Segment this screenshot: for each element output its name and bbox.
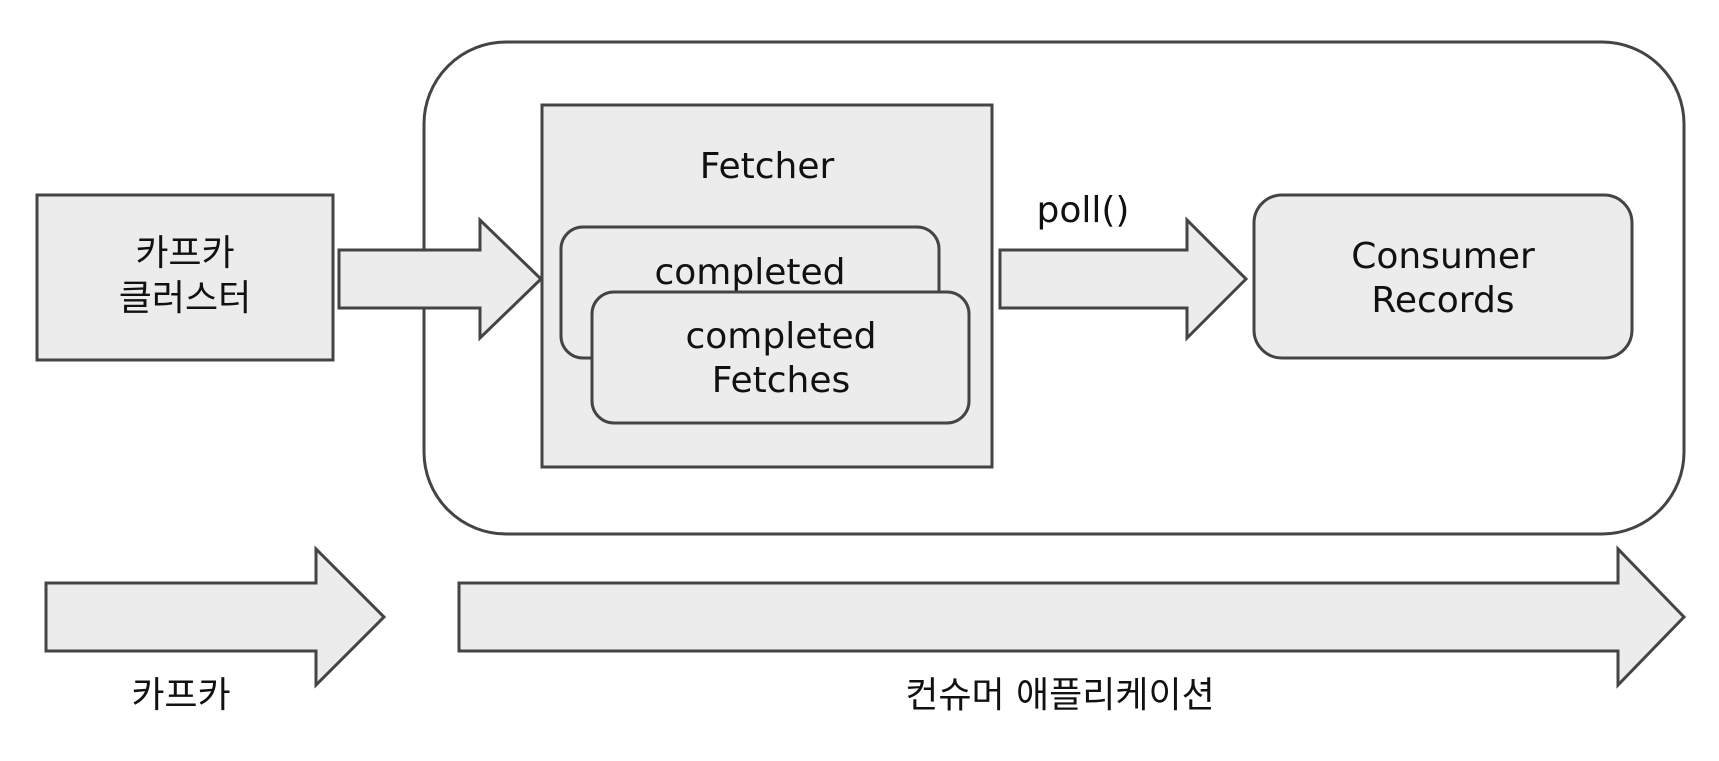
consumer-records-label-line2: Records — [1371, 280, 1514, 321]
arrow-cluster-to-fetcher — [337, 216, 544, 342]
consumer-records-box — [1252, 193, 1634, 360]
kafka-cluster-box — [35, 193, 335, 362]
completed-fetches-front-label-line2: Fetches — [712, 360, 851, 401]
fetcher-title: Fetcher — [700, 146, 835, 187]
consumer-application-scope-arrow — [457, 545, 1687, 689]
arrow-fetcher-to-records — [998, 216, 1249, 342]
kafka-cluster-label-line2: 클러스터 — [119, 278, 251, 319]
completed-fetches-front-label-line1: completed — [685, 316, 876, 357]
completed-fetches-front-card — [590, 290, 971, 425]
consumer-application-scope-label: 컨슈머 애플리케이션 — [905, 675, 1215, 716]
kafka-scope-arrow — [44, 545, 387, 689]
kafka-cluster-label-line1: 카프카 — [135, 233, 234, 274]
consumer-records-label-line1: Consumer — [1351, 236, 1535, 277]
poll-label: poll() — [1037, 190, 1130, 231]
kafka-scope-label: 카프카 — [131, 675, 230, 716]
completed-fetches-back-label: completed — [654, 252, 845, 293]
